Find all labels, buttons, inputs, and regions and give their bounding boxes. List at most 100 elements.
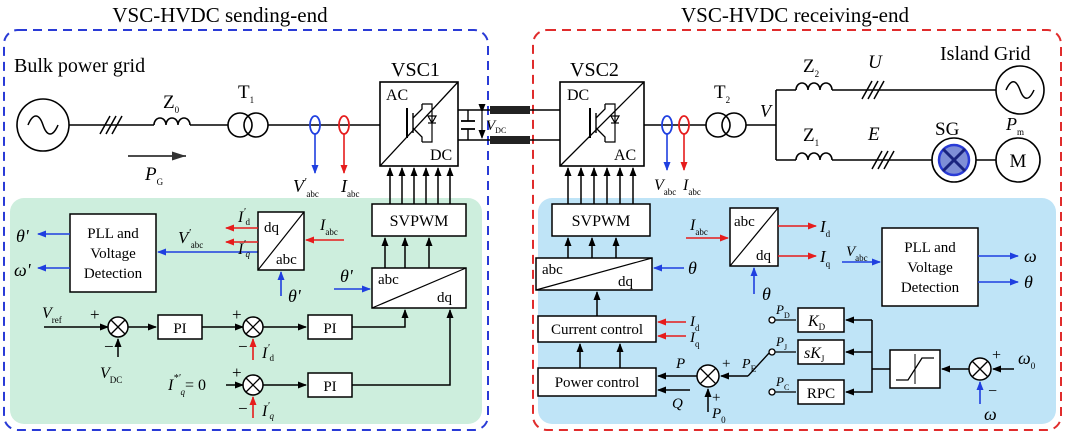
sum-junction-id — [242, 316, 264, 338]
vabc-input-pll-right: Vabc — [846, 244, 868, 263]
pll-line3-right: Detection — [901, 280, 960, 296]
dq-to-abc-converter-right — [535, 257, 653, 291]
abc-to-dq-converter-left — [257, 211, 305, 271]
pc-label: PC — [775, 374, 789, 392]
rpc-label: RPC — [807, 386, 835, 402]
z2-label: Z2 — [803, 56, 819, 79]
deadband-block — [889, 349, 941, 389]
iabc-input-left: Iabc — [319, 217, 338, 237]
pi-block-3 — [307, 372, 353, 398]
svpwm-label-left: SVPWM — [390, 213, 449, 230]
sum-junction-omega — [968, 357, 992, 381]
pll-line2-left: Voltage — [90, 246, 136, 262]
current-sensor-left — [338, 115, 350, 174]
pj-label: PJ — [775, 334, 787, 352]
z0-label: Z0 — [163, 92, 180, 115]
sg-label: SG — [935, 119, 960, 140]
plus-iq: + — [232, 363, 242, 382]
sum-junction-vdc — [107, 316, 129, 338]
pll-line2-right: Voltage — [907, 260, 953, 276]
omega-output-right: ω — [1024, 246, 1037, 266]
meas-abc-right: abc — [734, 214, 755, 230]
vabc-measure-label: V'abc — [293, 176, 319, 199]
voltage-sensor-left — [309, 115, 321, 174]
vdc-label: VDC — [486, 118, 506, 135]
svpwm-block-right — [551, 203, 651, 237]
iq-output-right: Iq — [819, 247, 831, 269]
sending-end-title: VSC-HVDC sending-end — [112, 3, 328, 27]
gate-signal-arrows-right — [564, 167, 637, 204]
t1-label: T1 — [238, 82, 254, 105]
z2-inductor — [795, 82, 833, 91]
omega-output-left: ω' — [14, 260, 32, 280]
vsc2-converter — [559, 81, 645, 167]
three-phase-marker — [99, 115, 123, 135]
theta-input-conv-right: θ — [688, 258, 697, 278]
vsc1-dc-label: DC — [430, 147, 452, 164]
z1-label: Z1 — [803, 125, 819, 148]
u-label: U — [868, 52, 883, 73]
plus-id: + — [232, 305, 242, 324]
iq-input-cc: Iq — [689, 330, 700, 349]
plus-vdc: + — [90, 305, 100, 324]
minus-vdc: − — [104, 337, 114, 356]
e-label: E — [867, 124, 880, 145]
power-control-label: Power control — [555, 375, 640, 391]
iq-measure-left: I'q — [237, 239, 250, 259]
current-control-block — [537, 315, 657, 343]
meas-dq-left: dq — [264, 220, 280, 236]
sum-junction-iq — [242, 374, 264, 396]
z1-inductor — [795, 152, 833, 161]
pm-label: Pm — [1005, 114, 1024, 137]
vabc-measure-right: Vabc — [654, 177, 676, 197]
dc-link — [458, 104, 560, 144]
vref-label: Vref — [42, 305, 62, 325]
bulk-grid-source — [16, 98, 70, 152]
conv-dq-right: dq — [618, 274, 634, 290]
conv-abc-right: abc — [542, 262, 563, 278]
pi-label-2: PI — [323, 321, 336, 337]
plus-p0: + — [712, 390, 720, 406]
motor-label: M — [1010, 151, 1027, 172]
iabc-input-right: Iabc — [689, 217, 708, 237]
pll-line3-left: Detection — [84, 266, 143, 282]
v-node-label: V — [760, 101, 773, 121]
pg-label: PG — [144, 164, 164, 187]
theta-output-right: θ — [1024, 272, 1033, 292]
pll-line1-right: PLL and — [904, 240, 956, 256]
t2-label: T2 — [714, 82, 730, 105]
conv-dq-left: dq — [437, 290, 453, 306]
island-grid-label: Island Grid — [940, 43, 1031, 65]
island-grid-source — [995, 65, 1045, 115]
receiving-end-border — [532, 29, 1062, 431]
vsc1-ac-label: AC — [386, 87, 408, 104]
synchronous-generator — [931, 137, 977, 183]
rpc-block — [797, 379, 845, 405]
iabc-measure-label: Iabc — [340, 176, 360, 199]
meas-abc-left: abc — [276, 252, 297, 268]
t1-transformer — [227, 112, 269, 138]
theta-input-meas-left: θ' — [288, 286, 302, 306]
iabc-measure-right: Iabc — [682, 177, 701, 197]
minus-id: − — [238, 337, 248, 356]
receiving-end-title: VSC-HVDC receiving-end — [681, 3, 910, 27]
pll-block-left — [69, 213, 157, 293]
id-input-cc: Id — [689, 314, 700, 333]
pi-block-2 — [307, 314, 353, 340]
vsc2-label: VSC2 — [570, 59, 619, 81]
pll-line1-left: PLL and — [87, 226, 139, 242]
minus-iq: − — [238, 399, 248, 418]
skj-block — [797, 339, 845, 365]
plus-omega0: + — [992, 347, 1001, 364]
vdc-feedback-label: VDC — [100, 365, 122, 385]
voltage-sensor-right — [661, 115, 673, 171]
vsc2-ac-label: AC — [614, 147, 636, 164]
kd-block — [797, 307, 845, 333]
q-label: Q — [672, 396, 683, 412]
gate-signal-arrows-left — [386, 167, 454, 204]
conv-abc-left: abc — [378, 272, 399, 288]
id-feedback-label: I'd — [261, 343, 274, 363]
sum-junction-power — [696, 364, 720, 388]
omega-feedback-label: ω — [984, 404, 997, 424]
plus-pe: + — [722, 356, 730, 372]
